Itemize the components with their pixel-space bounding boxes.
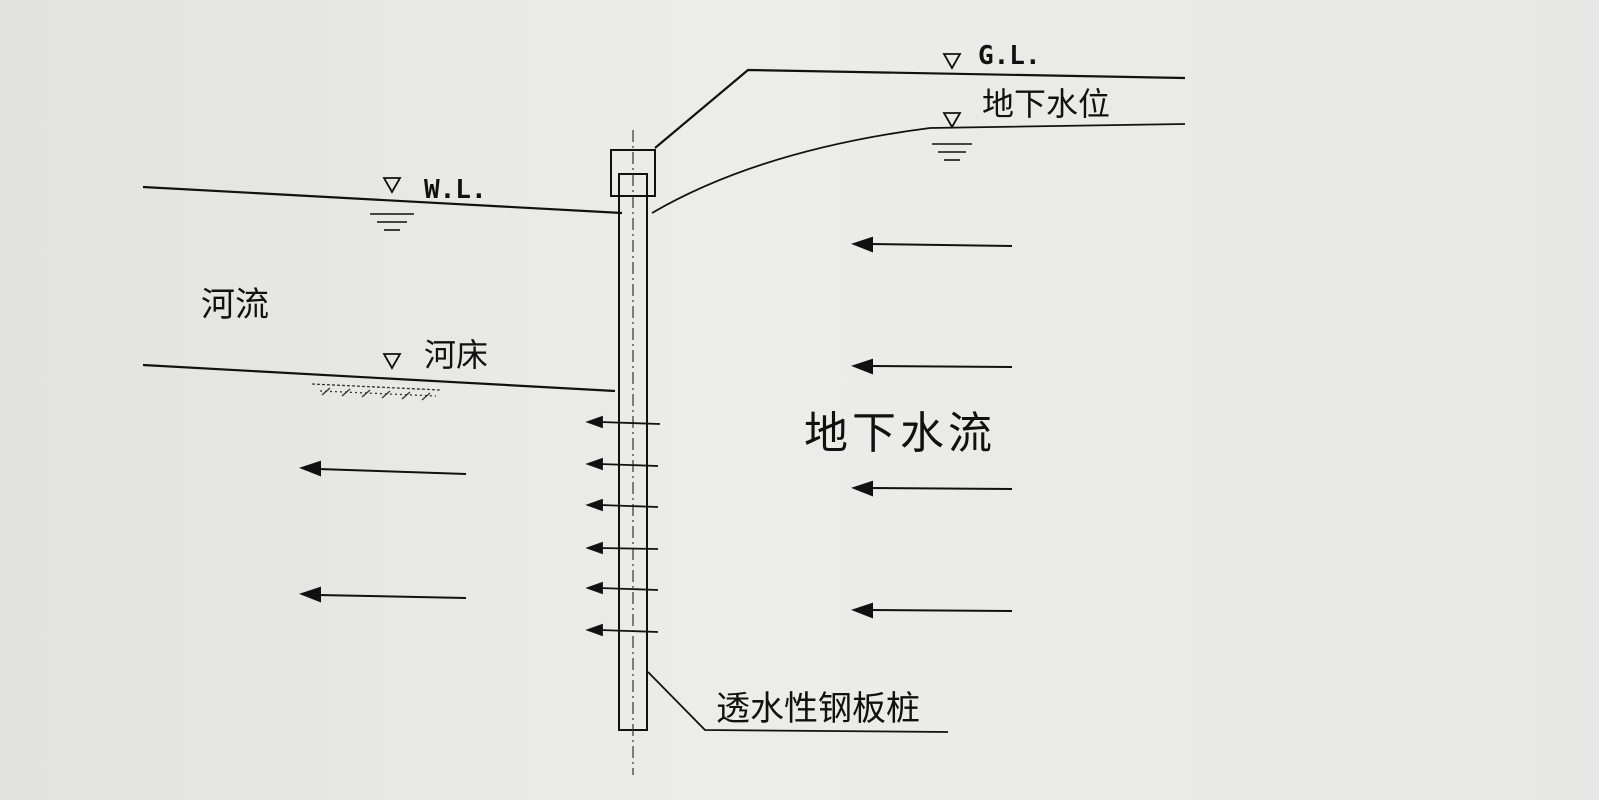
- water-level-ticks: [370, 213, 414, 231]
- pile-callout-leader: [647, 671, 949, 733]
- riverbed-marker: [382, 353, 402, 370]
- steel-sheet-pile: [610, 130, 656, 775]
- riverbed-line: [142, 363, 616, 393]
- groundwater-level-marker: [942, 112, 962, 129]
- ground-surface-line: [654, 68, 1186, 149]
- pile-seepage-arrows: [585, 415, 661, 637]
- ground-level-marker: [942, 53, 962, 70]
- water-level-line: [142, 185, 623, 215]
- groundwater-flow-label: 地下水流: [804, 408, 996, 459]
- pile-label: 透水性钢板桩: [716, 689, 920, 729]
- water-level-marker: [382, 177, 402, 194]
- ground-level-label: G.L.: [978, 41, 1041, 71]
- river-label: 河流: [201, 285, 269, 325]
- groundwater-level-curve: [651, 123, 1186, 214]
- groundwater-level-ticks: [932, 143, 972, 161]
- riverbed-hatching: [311, 383, 441, 401]
- river-side-flow-arrows: [299, 460, 467, 603]
- groundwater-flow-arrows: [851, 236, 1013, 619]
- groundwater-level-label: 地下水位: [982, 85, 1110, 123]
- riverbed-label: 河床: [424, 336, 488, 374]
- water-level-label: W.L.: [424, 175, 487, 205]
